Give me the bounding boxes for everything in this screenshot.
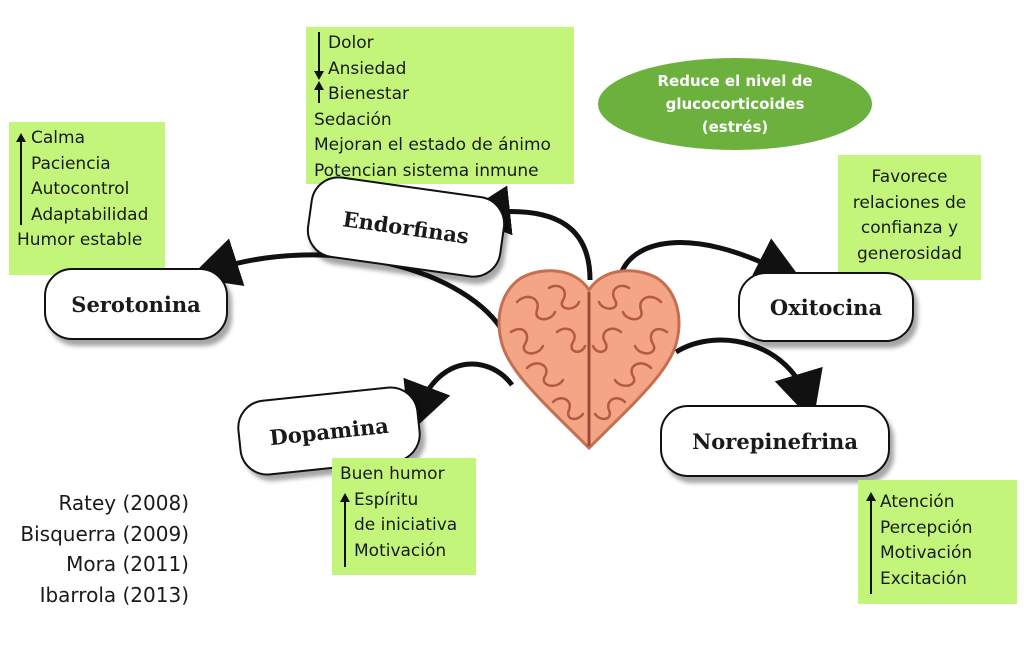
increase-arrow-icon xyxy=(314,81,324,103)
effect-item: Excitación xyxy=(880,568,967,589)
effect-item: Sedación xyxy=(314,109,392,130)
oval-line: glucocorticoides xyxy=(665,94,805,113)
norepinefrina-label: Norepinefrina xyxy=(692,428,858,454)
effect-item: Dolor xyxy=(328,33,374,53)
effect-item: Humor estable xyxy=(17,230,143,250)
oxitocina-effects-box: Favorece relaciones de confianza y gener… xyxy=(838,155,981,280)
serotonina-effects-box: Calma Paciencia Autocontrol Adaptabilida… xyxy=(9,122,165,275)
effect-item: Percepción xyxy=(880,517,973,538)
reference-item: Ibarrola (2013) xyxy=(39,582,189,607)
arrow-to-norepinefrina xyxy=(674,337,823,422)
increase-arrow-icon xyxy=(16,133,26,225)
references-list: Ratey (2008) Bisquerra (2009) Mora (2011… xyxy=(20,488,189,610)
effect-item: Adaptabilidad xyxy=(31,204,149,225)
norepinefrina-node: Norepinefrina xyxy=(660,405,890,477)
arrow-to-endorfinas xyxy=(460,185,593,281)
increase-arrow-icon xyxy=(866,492,876,594)
norepinefrina-effects-box: Atención Percepción Motivación Excitació… xyxy=(858,480,1017,604)
arrow-to-oxitocina xyxy=(617,238,805,284)
reference-item: Mora (2011) xyxy=(66,552,189,576)
effect-item: Motivación xyxy=(880,543,973,563)
cortisol-note-oval: Reduce el nivel de glucocorticoides (est… xyxy=(598,58,872,150)
endorfinas-effects-box: Dolor Ansiedad Bienestar Sedación Mejora… xyxy=(306,27,574,184)
effect-item: Buen humor xyxy=(340,464,445,484)
effect-item: Favorece xyxy=(871,167,948,187)
effect-item: Ansiedad xyxy=(328,58,407,79)
effect-item: relaciones de xyxy=(852,192,967,213)
arrow-to-dopamina xyxy=(403,361,515,434)
dopamina-effects-box: Buen humor Espíritu de iniciativa Motiva… xyxy=(332,458,476,575)
effect-item: Atención xyxy=(880,492,955,512)
increase-arrow-icon xyxy=(340,493,350,567)
effect-item: Bienestar xyxy=(328,84,410,104)
oval-line: Reduce el nivel de xyxy=(657,71,813,90)
oval-line: (estrés) xyxy=(701,117,769,136)
brain-heart-icon xyxy=(497,269,681,451)
effect-item: Calma xyxy=(31,128,85,148)
effect-item: Motivación xyxy=(354,540,447,561)
effect-item: Autocontrol xyxy=(31,179,130,199)
effect-item: confianza y xyxy=(860,218,959,238)
decrease-arrow-icon xyxy=(314,32,324,80)
endorfinas-label: Endorfinas xyxy=(341,205,471,249)
serotonina-label: Serotonina xyxy=(71,291,201,317)
effect-item: de iniciativa xyxy=(354,515,458,535)
effect-item: Potencian sistema inmune xyxy=(314,160,539,181)
reference-item: Bisquerra (2009) xyxy=(20,521,189,546)
effect-item: generosidad xyxy=(856,243,963,264)
oxitocina-node: Oxitocina xyxy=(738,272,914,342)
oxitocina-label: Oxitocina xyxy=(769,294,883,320)
dopamina-label: Dopamina xyxy=(268,412,390,450)
reference-item: Ratey (2008) xyxy=(58,491,189,515)
effect-item: Mejoran el estado de ánimo xyxy=(314,135,551,155)
effect-item: Paciencia xyxy=(31,153,111,174)
serotonina-node: Serotonina xyxy=(44,268,228,340)
effect-item: Espíritu xyxy=(354,489,419,510)
